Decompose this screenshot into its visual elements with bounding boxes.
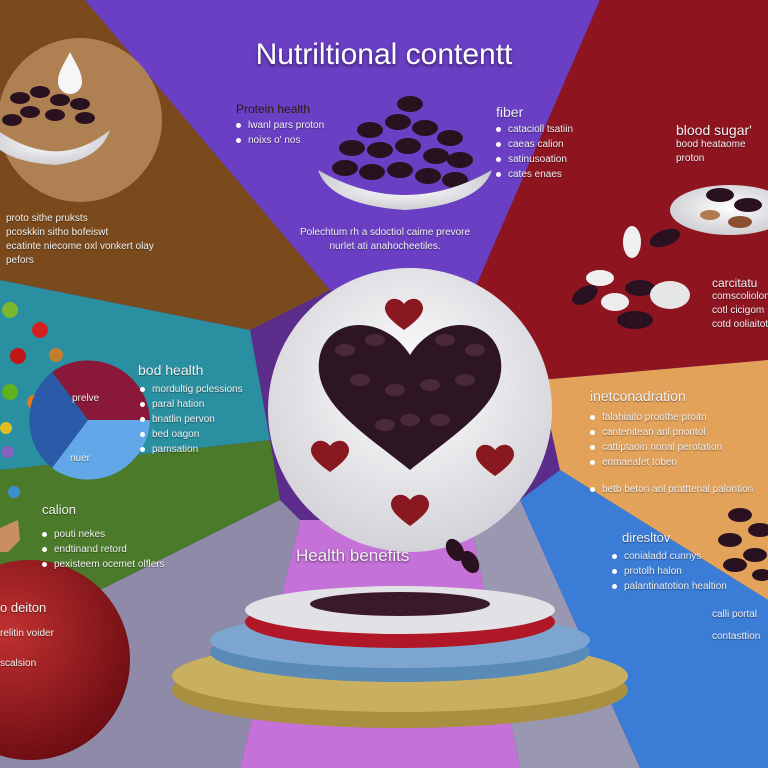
fiber-heading: fiber xyxy=(496,104,524,120)
digestive-heading: diresltov xyxy=(622,530,671,545)
digestive-section: diresltov conialadd cunnys protolh halon… xyxy=(612,530,760,644)
right-bean-cluster xyxy=(718,508,768,581)
carb-section: carcitatu comscoliolon cotl cicigom cotd… xyxy=(712,276,768,330)
pie-slice-blue xyxy=(52,420,150,480)
health-benefits-label: Health benefits xyxy=(296,546,410,565)
top-left-text: proto sithe pruksts pcoskkin sitho bofei… xyxy=(6,213,154,266)
bod-health-section: bod health mordultig pclessions paral ha… xyxy=(138,362,243,455)
podium-beans xyxy=(310,592,490,616)
blood-sugar-section: blood sugar' bood heataome proton xyxy=(676,122,752,164)
center-bowl-beans xyxy=(332,96,473,188)
hand-icon xyxy=(0,520,20,552)
blood-sugar-heading: blood sugar' xyxy=(676,122,752,138)
top-left-bowl xyxy=(0,130,110,165)
top-left-bowl-beans xyxy=(2,86,95,126)
drop-icon xyxy=(58,52,82,94)
page-title: Nutriltional contentt xyxy=(255,38,513,71)
pie-slice-navy xyxy=(29,372,88,468)
carb-heading: carcitatu xyxy=(712,276,758,290)
right-bowl-beans xyxy=(700,188,762,228)
heart-beans-highlight xyxy=(335,334,485,431)
deiton-heading: o deiton xyxy=(0,600,47,615)
red-heart-icons xyxy=(310,298,515,526)
pie-slice-top xyxy=(52,360,150,420)
center-caption: Polechtum rh a sdoctiol caime prevore nu… xyxy=(300,227,471,252)
bean-heart xyxy=(318,325,502,470)
center-bowl xyxy=(318,170,492,210)
bod-health-heading: bod health xyxy=(138,362,204,378)
protein-section: Protein health lwanl pars proton noixs o… xyxy=(236,102,325,146)
pie-chart xyxy=(29,360,150,480)
scattered-beans-right xyxy=(572,226,690,329)
bottom-left-circle xyxy=(0,560,130,760)
small-beans-center xyxy=(445,538,480,574)
protein-heading: Protein health xyxy=(236,102,311,116)
ray-orange xyxy=(540,360,768,600)
calion-heading: calion xyxy=(42,502,76,517)
ray-crimson xyxy=(470,0,768,380)
pie-label-top: prelve xyxy=(72,393,100,404)
fiber-section: fiber catacioll tsatiin caeas calion sat… xyxy=(496,104,574,180)
deiton-section: o deiton relitin voider scalsion xyxy=(0,600,54,669)
intersection-section: inetconadration falahiaito proothe proit… xyxy=(590,388,754,495)
pie-label-bottom: nuer xyxy=(70,453,91,464)
intersection-heading: inetconadration xyxy=(590,388,686,404)
calion-section: calion pouti nekes endtinand retord pexi… xyxy=(42,502,165,570)
ray-violet xyxy=(85,0,768,300)
ray-blue xyxy=(520,470,768,768)
